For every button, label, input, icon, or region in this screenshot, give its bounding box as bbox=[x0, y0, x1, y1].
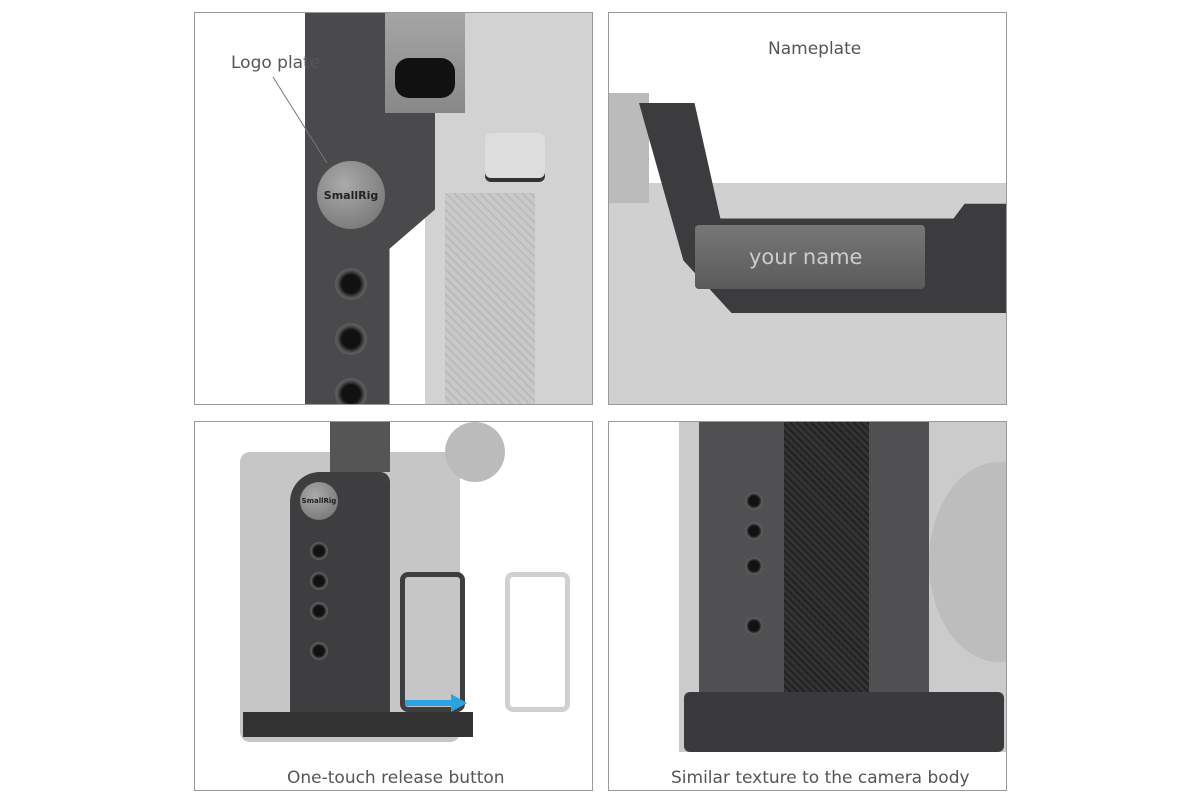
cage-base bbox=[243, 712, 473, 737]
caption-texture: Similar texture to the camera body bbox=[671, 768, 970, 788]
caption-nameplate: Nameplate bbox=[768, 39, 862, 59]
logo-plate: SmallRig bbox=[300, 482, 338, 520]
grip-texture bbox=[784, 422, 869, 722]
camera-latch bbox=[485, 133, 545, 178]
caption-logo-plate: Logo plate bbox=[231, 53, 321, 73]
cage-top-plate bbox=[330, 422, 390, 472]
nameplate-text: your name bbox=[749, 245, 863, 269]
mount-hole bbox=[310, 572, 328, 590]
mount-hole bbox=[745, 557, 763, 575]
mount-hole bbox=[745, 492, 763, 510]
callout-line bbox=[272, 76, 328, 164]
nameplate bbox=[695, 225, 925, 289]
lens-dial bbox=[445, 422, 505, 482]
panel-release-button: SmallRig One-touch release button bbox=[194, 421, 593, 791]
mount-hole bbox=[745, 522, 763, 540]
mount-hole bbox=[745, 617, 763, 635]
mount-hole bbox=[335, 323, 367, 355]
panel-texture: Similar texture to the camera body bbox=[608, 421, 1007, 791]
mount-hole bbox=[310, 602, 328, 620]
mount-hole bbox=[335, 378, 367, 404]
cage-base bbox=[684, 692, 1004, 752]
mount-hole bbox=[310, 542, 328, 560]
release-bracket-ghost bbox=[505, 572, 570, 712]
panel-logo-plate: SmallRig Logo plate bbox=[194, 12, 593, 405]
camera-grip-texture bbox=[445, 193, 535, 404]
caption-release-button: One-touch release button bbox=[287, 768, 505, 788]
panel-nameplate: your name Nameplate bbox=[608, 12, 1007, 405]
release-bracket bbox=[400, 572, 465, 712]
mount-hole bbox=[335, 268, 367, 300]
mount-hole bbox=[310, 642, 328, 660]
rail-slot bbox=[395, 58, 455, 98]
logo-plate: SmallRig bbox=[317, 161, 385, 229]
arrow-icon bbox=[405, 694, 467, 712]
